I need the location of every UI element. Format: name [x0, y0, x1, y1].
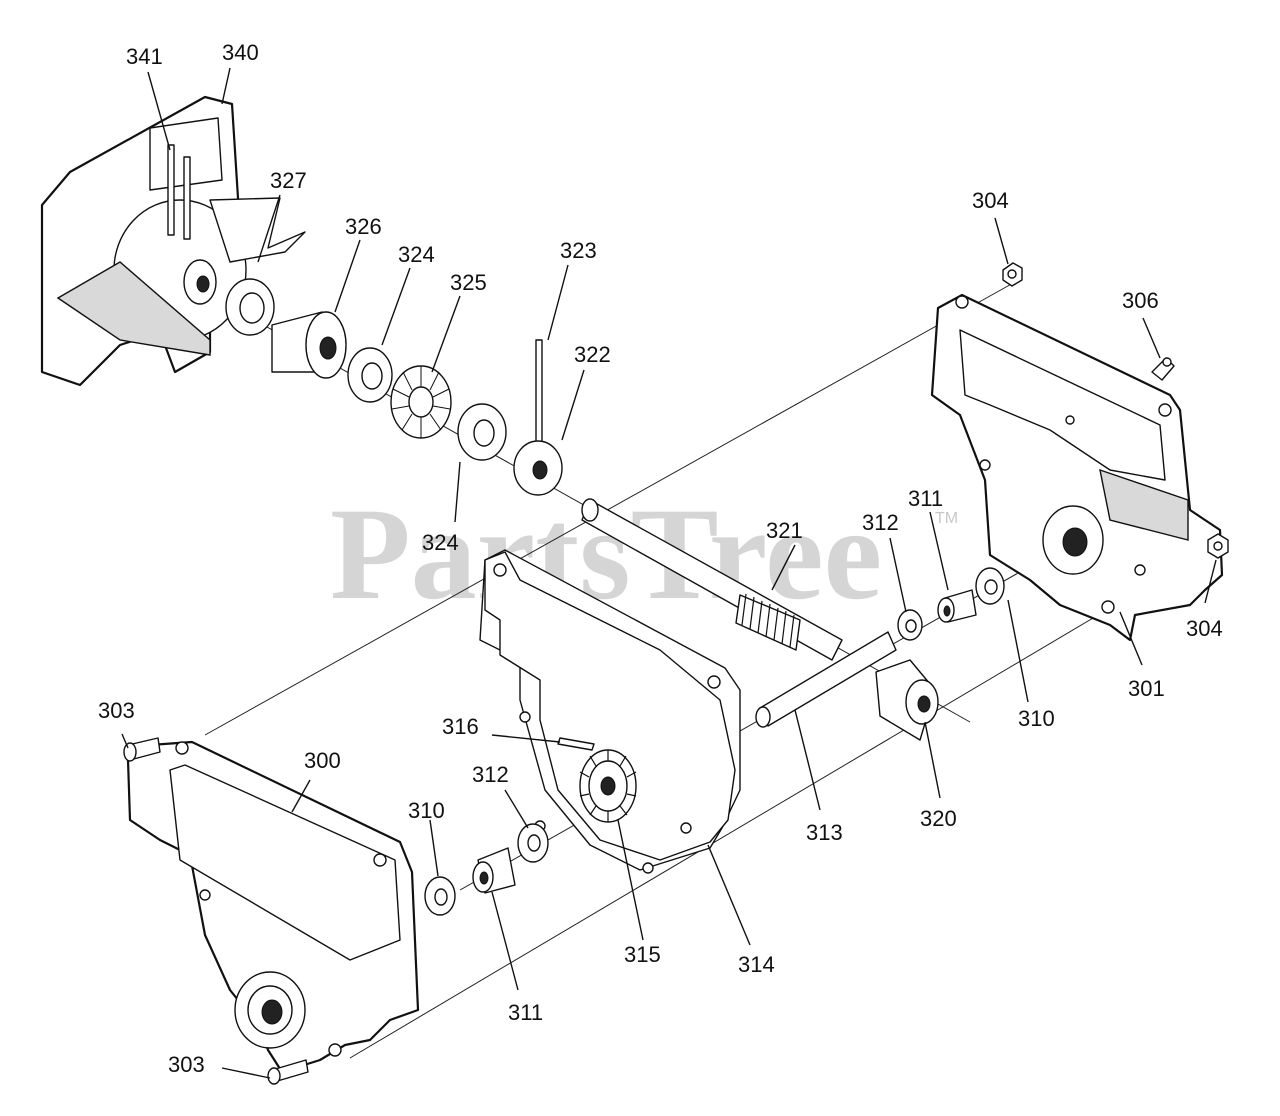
callout-leaders: [121, 67, 1217, 1079]
worm-shaft-321: [581, 498, 843, 661]
washer-312-upper: [897, 609, 923, 641]
grease-fitting-306: [1151, 357, 1175, 381]
washer-310-lower: [424, 876, 456, 916]
label-304-upper: 304: [972, 188, 1009, 213]
shaft-313: [755, 631, 897, 728]
collar-322: [513, 440, 563, 496]
washer-310-upper: [975, 567, 1005, 605]
roll-pin-323: [535, 339, 543, 459]
bushing-311-lower: [472, 847, 516, 894]
axis-line-upper-bolt: [204, 281, 1016, 736]
label-313: 313: [806, 820, 843, 845]
label-306: 306: [1122, 288, 1159, 313]
label-326: 326: [345, 214, 382, 239]
label-323: 323: [560, 238, 597, 263]
bushing-326: [271, 311, 347, 379]
label-320: 320: [920, 806, 957, 831]
label-321: 321: [766, 518, 803, 543]
watermark-trademark: TM: [935, 510, 958, 527]
label-324-lower: 324: [422, 530, 459, 555]
bushing-320: [875, 659, 939, 741]
gasket-314: [479, 549, 741, 874]
label-303-lower: 303: [168, 1052, 205, 1077]
bushing-311-upper: [937, 589, 977, 623]
label-311-lower: 311: [508, 1000, 543, 1025]
callout-labels: 341 340 327 326 324 325 323 322 324 304 …: [98, 40, 1223, 1077]
label-303-upper: 303: [98, 698, 135, 723]
label-310-upper: 310: [1018, 706, 1055, 731]
label-314: 314: [738, 952, 775, 977]
gear-housing-301: [930, 293, 1224, 642]
label-341: 341: [126, 44, 163, 69]
label-315: 315: [624, 942, 661, 967]
axis-line-lower-bolt: [349, 607, 1111, 1059]
gear-housing-300: [126, 740, 420, 1074]
washer-324-upper: [347, 347, 393, 403]
label-322: 322: [574, 342, 611, 367]
washer-327: [225, 278, 275, 336]
label-311-upper: 311: [908, 486, 943, 511]
label-300: 300: [304, 748, 341, 773]
washer-324-lower: [457, 403, 507, 461]
gear-315: [579, 749, 637, 823]
label-327: 327: [270, 168, 307, 193]
nut-304-lower: [1207, 533, 1229, 559]
label-310-lower: 310: [408, 798, 445, 823]
label-316: 316: [442, 714, 479, 739]
label-325: 325: [450, 270, 487, 295]
label-312-upper: 312: [862, 510, 899, 535]
bolt-303-lower: [267, 1059, 309, 1085]
thrust-bearing-325: [390, 365, 452, 439]
nut-304-upper: [1002, 262, 1023, 287]
label-340: 340: [222, 40, 259, 65]
label-324-upper: 324: [398, 242, 435, 267]
label-312-lower: 312: [472, 762, 509, 787]
label-304-lower: 304: [1186, 616, 1223, 641]
label-301: 301: [1128, 676, 1165, 701]
washer-312-lower: [517, 823, 549, 863]
pins-341: [167, 144, 191, 240]
bolt-303-upper: [123, 737, 161, 762]
